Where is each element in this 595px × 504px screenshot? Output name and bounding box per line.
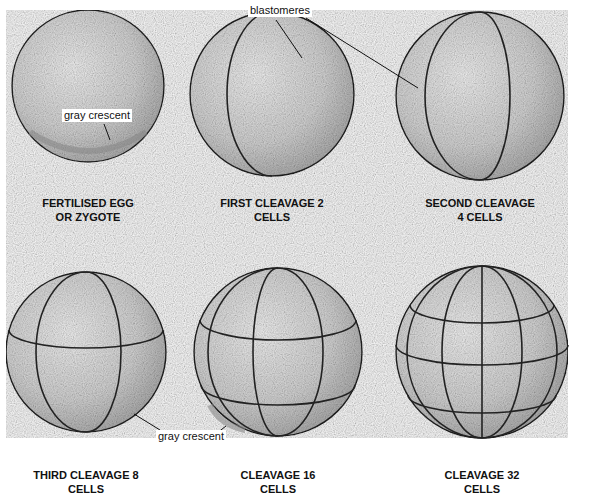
leader-lines <box>104 18 418 437</box>
furrow <box>9 330 163 348</box>
four-cell-sphere <box>396 12 564 180</box>
cleavage-furrows <box>9 12 568 438</box>
furrow <box>201 385 355 405</box>
furrow <box>425 12 480 180</box>
leader-line <box>306 18 418 88</box>
stage-caption: SECOND CLEAVAGE 4 CELLS <box>421 196 539 224</box>
thirty-two-cell-sphere <box>396 266 568 438</box>
furrow <box>396 345 568 365</box>
furrow <box>253 268 278 436</box>
stage-caption: FERTILISED EGG OR ZYGOTE <box>34 196 142 224</box>
sixteen-cell-sphere <box>194 268 362 436</box>
furrow <box>208 268 278 436</box>
part-label: blastomeres <box>248 4 312 17</box>
zygote-sphere <box>12 10 164 162</box>
gray-crescent <box>210 405 245 430</box>
leader-line <box>104 124 110 140</box>
eight-cell-sphere <box>6 272 166 432</box>
furrow <box>408 395 556 413</box>
furrow <box>410 305 554 323</box>
leader-line <box>276 20 302 58</box>
furrow <box>86 272 121 432</box>
two-cell-sphere <box>190 12 354 176</box>
furrow <box>278 268 323 436</box>
furrow <box>200 320 356 340</box>
furrow <box>480 12 510 180</box>
furrow <box>227 12 272 176</box>
part-label: gray crescent <box>156 430 226 443</box>
furrow <box>36 272 86 432</box>
gray-crescent <box>30 132 146 151</box>
part-label: gray crescent <box>62 109 132 122</box>
stage-caption: CLEAVAGE 16 CELLS <box>239 468 317 496</box>
leader-line <box>134 414 160 430</box>
stage-caption: CLEAVAGE 32 CELLS <box>443 468 521 496</box>
stage-caption: THIRD CLEAVAGE 8 CELLS <box>32 468 140 496</box>
stage-caption: FIRST CLEAVAGE 2 CELLS <box>220 196 324 224</box>
